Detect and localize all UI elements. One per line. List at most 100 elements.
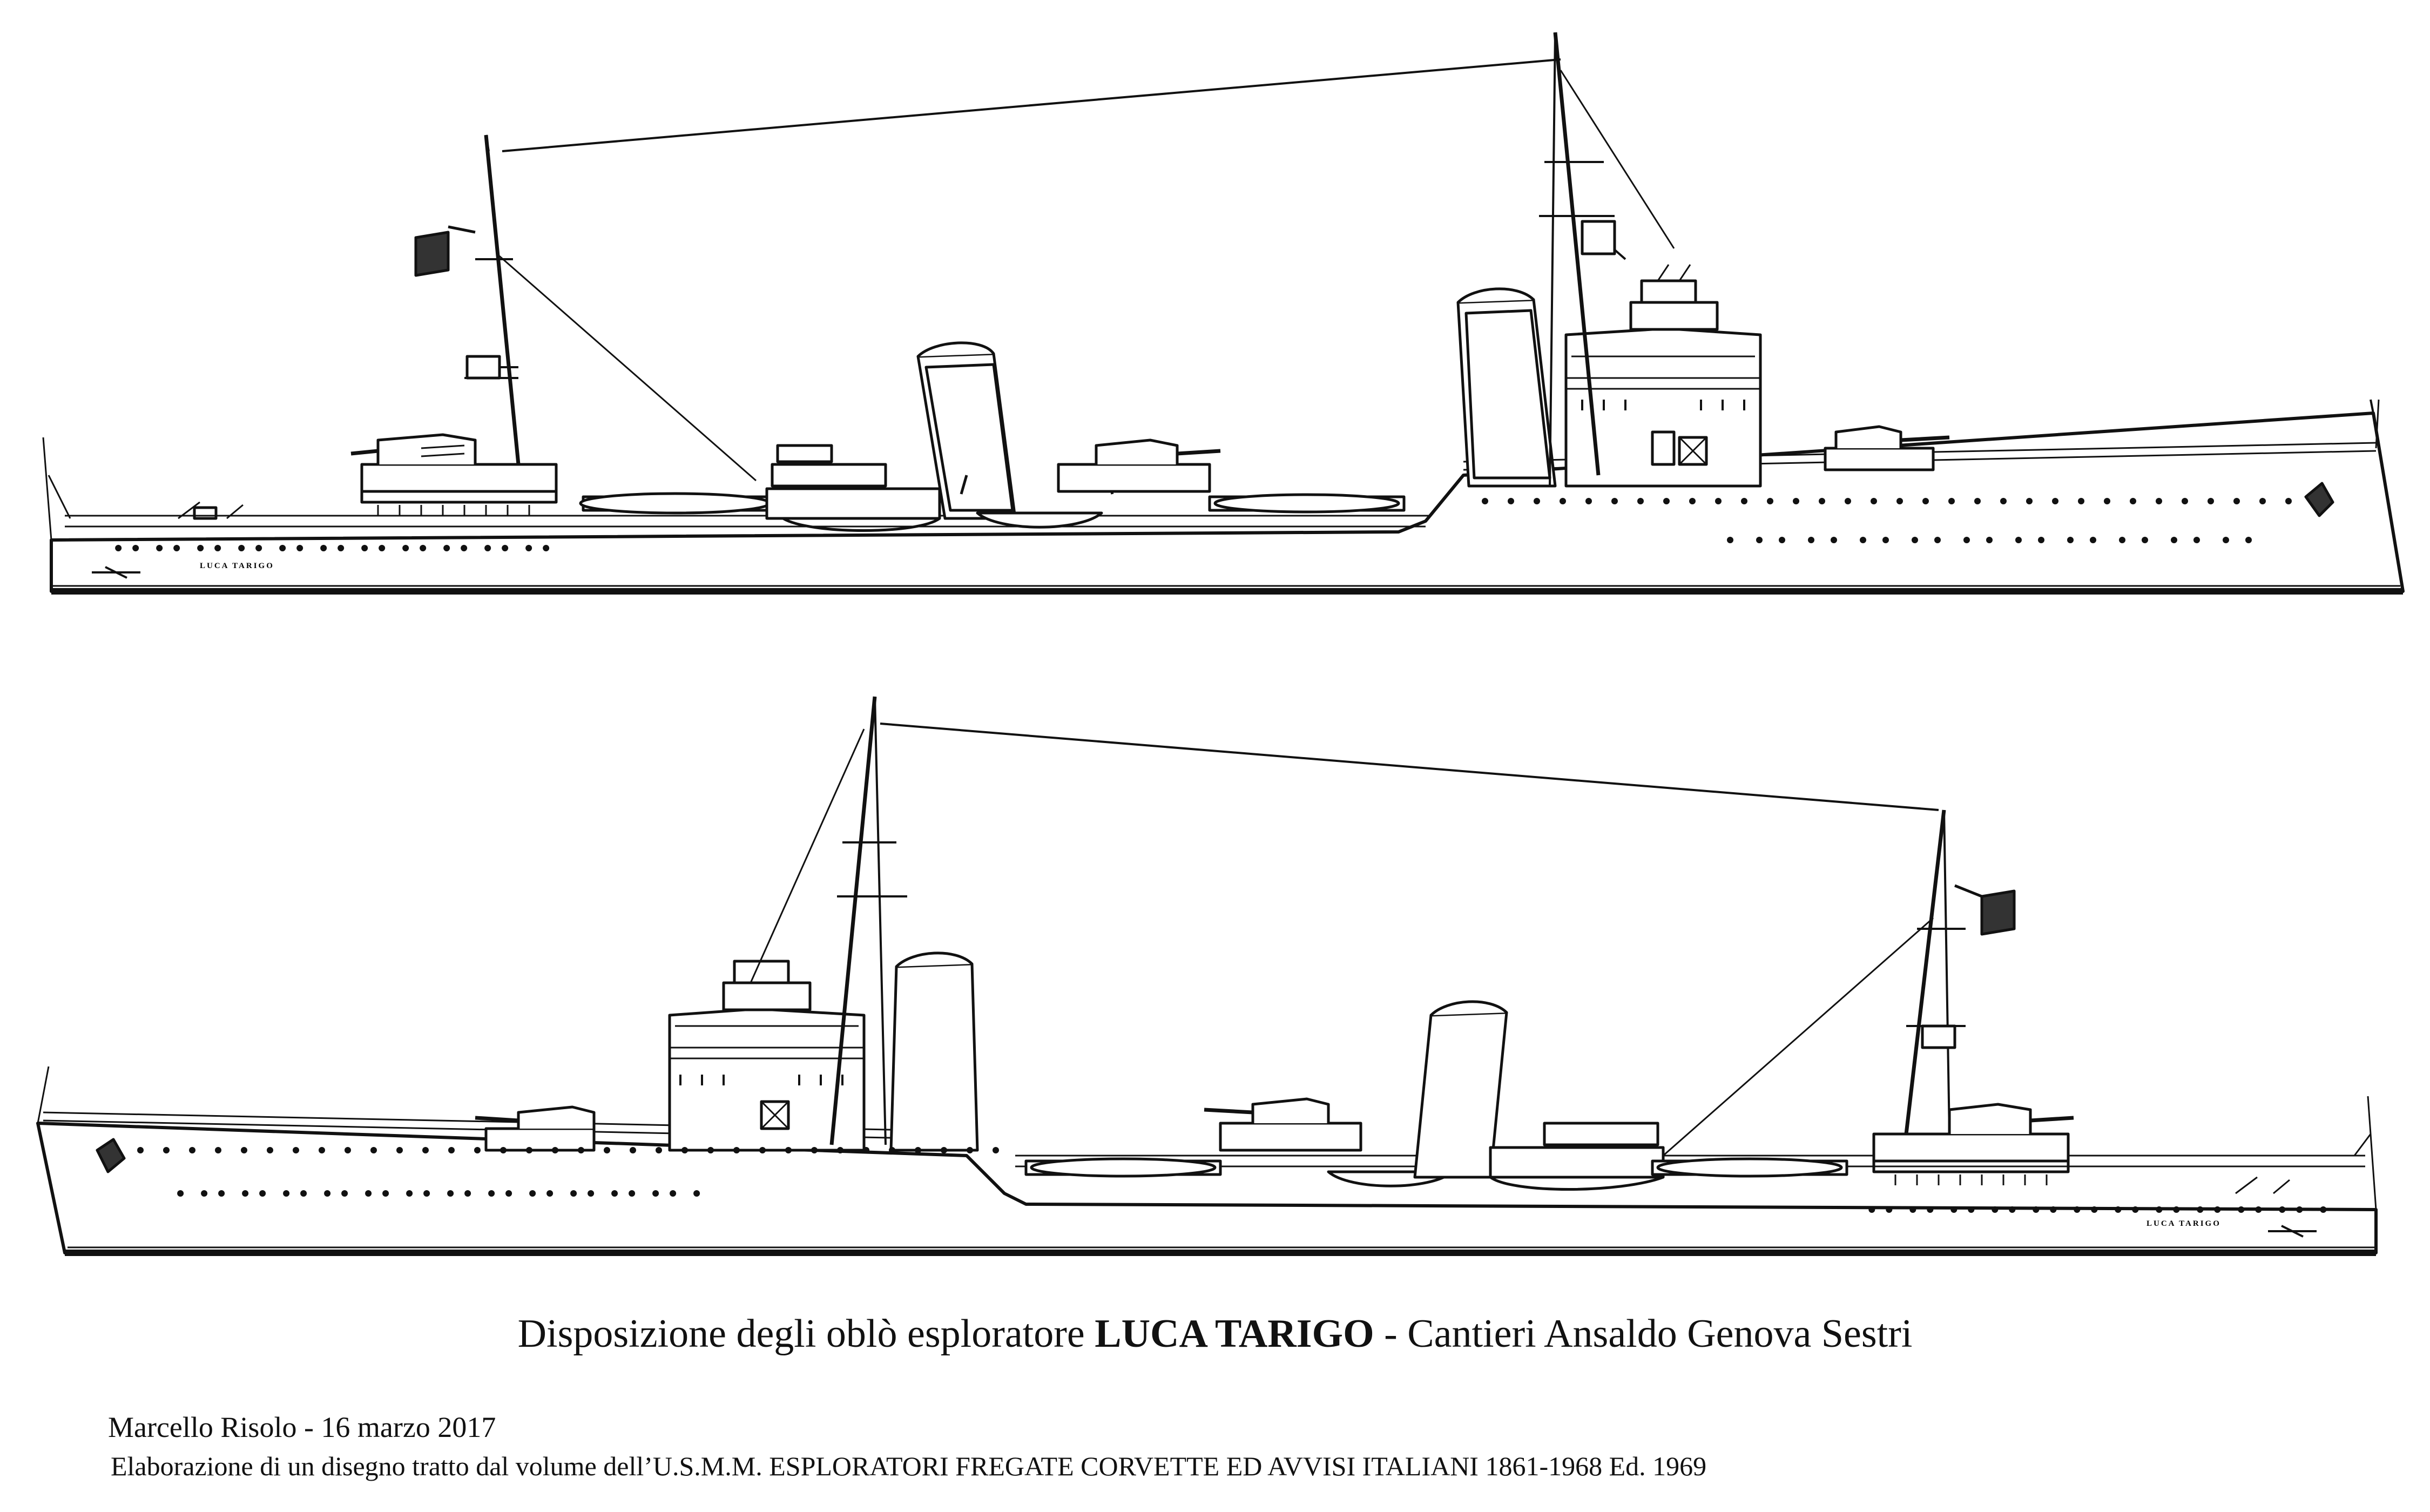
porthole: [241, 1147, 247, 1153]
porthole: [279, 545, 286, 551]
porthole: [379, 545, 386, 551]
porthole: [1948, 498, 1955, 504]
porthole: [488, 1190, 495, 1197]
porthole: [1819, 498, 1825, 504]
porthole: [1963, 537, 1970, 543]
porthole: [2285, 498, 2292, 504]
porthole: [1637, 498, 1644, 504]
porthole: [604, 1147, 610, 1153]
porthole: [1860, 537, 1866, 543]
porthole: [1882, 537, 1889, 543]
porthole: [611, 1190, 618, 1197]
porthole: [1534, 498, 1540, 504]
porthole: [1968, 1206, 1975, 1213]
porthole: [759, 1147, 766, 1153]
porthole: [406, 1190, 413, 1197]
porthole: [238, 545, 245, 551]
porthole: [423, 1190, 430, 1197]
porthole: [2038, 537, 2044, 543]
porthole: [2104, 498, 2110, 504]
porthole: [296, 545, 303, 551]
porthole: [1560, 498, 1566, 504]
porthole: [1974, 498, 1981, 504]
antenna-wire-top: [502, 58, 1561, 152]
porthole: [1767, 498, 1773, 504]
porthole: [338, 545, 345, 551]
porthole: [1663, 498, 1670, 504]
porthole: [505, 1190, 512, 1197]
porthole: [546, 1190, 554, 1197]
porthole: [525, 545, 532, 551]
flag-bottom: [1980, 889, 2016, 936]
porthole: [543, 545, 550, 551]
porthole: [2078, 498, 2084, 504]
hull-top: [50, 411, 2405, 593]
porthole: [1715, 498, 1722, 504]
porthole: [1950, 1206, 1958, 1213]
porthole: [681, 1147, 688, 1153]
porthole: [1741, 498, 1747, 504]
porthole: [2156, 498, 2162, 504]
porthole: [588, 1190, 595, 1197]
porthole: [197, 545, 204, 551]
source-note: Elaborazione di un disegno tratto dal vo…: [111, 1451, 1707, 1481]
porthole: [2296, 1206, 2303, 1213]
porthole: [201, 1190, 208, 1197]
porthole: [2233, 498, 2240, 504]
porthole: [293, 1147, 299, 1153]
forward-funnel-bottom: [889, 962, 979, 1152]
porthole: [1689, 498, 1696, 504]
porthole: [443, 545, 450, 551]
porthole: [2033, 1206, 2040, 1213]
porthole: [300, 1190, 307, 1197]
porthole: [1912, 537, 1918, 543]
porthole: [2193, 537, 2200, 543]
portholes-top: [115, 498, 2292, 551]
ship-drawing: LUCA TARIGO: [36, 32, 2405, 1256]
ship-profile-top: [42, 32, 2405, 595]
porthole: [693, 1190, 700, 1197]
fore-mast-top: [1553, 32, 1601, 476]
porthole: [365, 1190, 372, 1197]
porthole: [1986, 537, 1993, 543]
antenna-wire-bottom: [880, 723, 1939, 811]
porthole: [570, 1190, 577, 1197]
porthole: [1992, 1206, 1999, 1213]
porthole: [2119, 537, 2125, 543]
porthole: [889, 1147, 895, 1153]
porthole: [420, 545, 427, 551]
porthole: [215, 1147, 221, 1153]
porthole: [484, 545, 491, 551]
porthole: [2245, 537, 2252, 543]
porthole: [2052, 498, 2058, 504]
porthole: [259, 1190, 266, 1197]
porthole: [1934, 537, 1941, 543]
figure-caption: Disposizione degli oblò esploratore LUCA…: [0, 1312, 2430, 1356]
porthole: [1482, 498, 1488, 504]
porthole: [267, 1147, 273, 1153]
caption-ship-name: LUCA TARIGO: [1095, 1312, 1374, 1356]
anchor-top: [2304, 482, 2334, 517]
porthole: [464, 1190, 471, 1197]
porthole: [578, 1147, 584, 1153]
porthole: [2067, 537, 2074, 543]
porthole: [2279, 1206, 2286, 1213]
porthole: [2223, 537, 2229, 543]
porthole: [2130, 498, 2136, 504]
porthole: [630, 1147, 636, 1153]
porthole: [967, 1147, 973, 1153]
porthole: [214, 545, 221, 551]
porthole: [2320, 1206, 2327, 1213]
porthole: [320, 545, 327, 551]
porthole: [1585, 498, 1592, 504]
porthole: [1922, 498, 1929, 504]
porthole: [2156, 1206, 2163, 1213]
porthole: [2255, 1206, 2262, 1213]
anchor-bottom: [96, 1138, 126, 1173]
porthole: [2091, 1206, 2098, 1213]
aft-mast-bottom: [1904, 809, 1946, 1135]
porthole: [2214, 1206, 2221, 1213]
porthole: [1871, 498, 1877, 504]
porthole: [1808, 537, 1814, 543]
porthole: [1868, 1206, 1875, 1213]
